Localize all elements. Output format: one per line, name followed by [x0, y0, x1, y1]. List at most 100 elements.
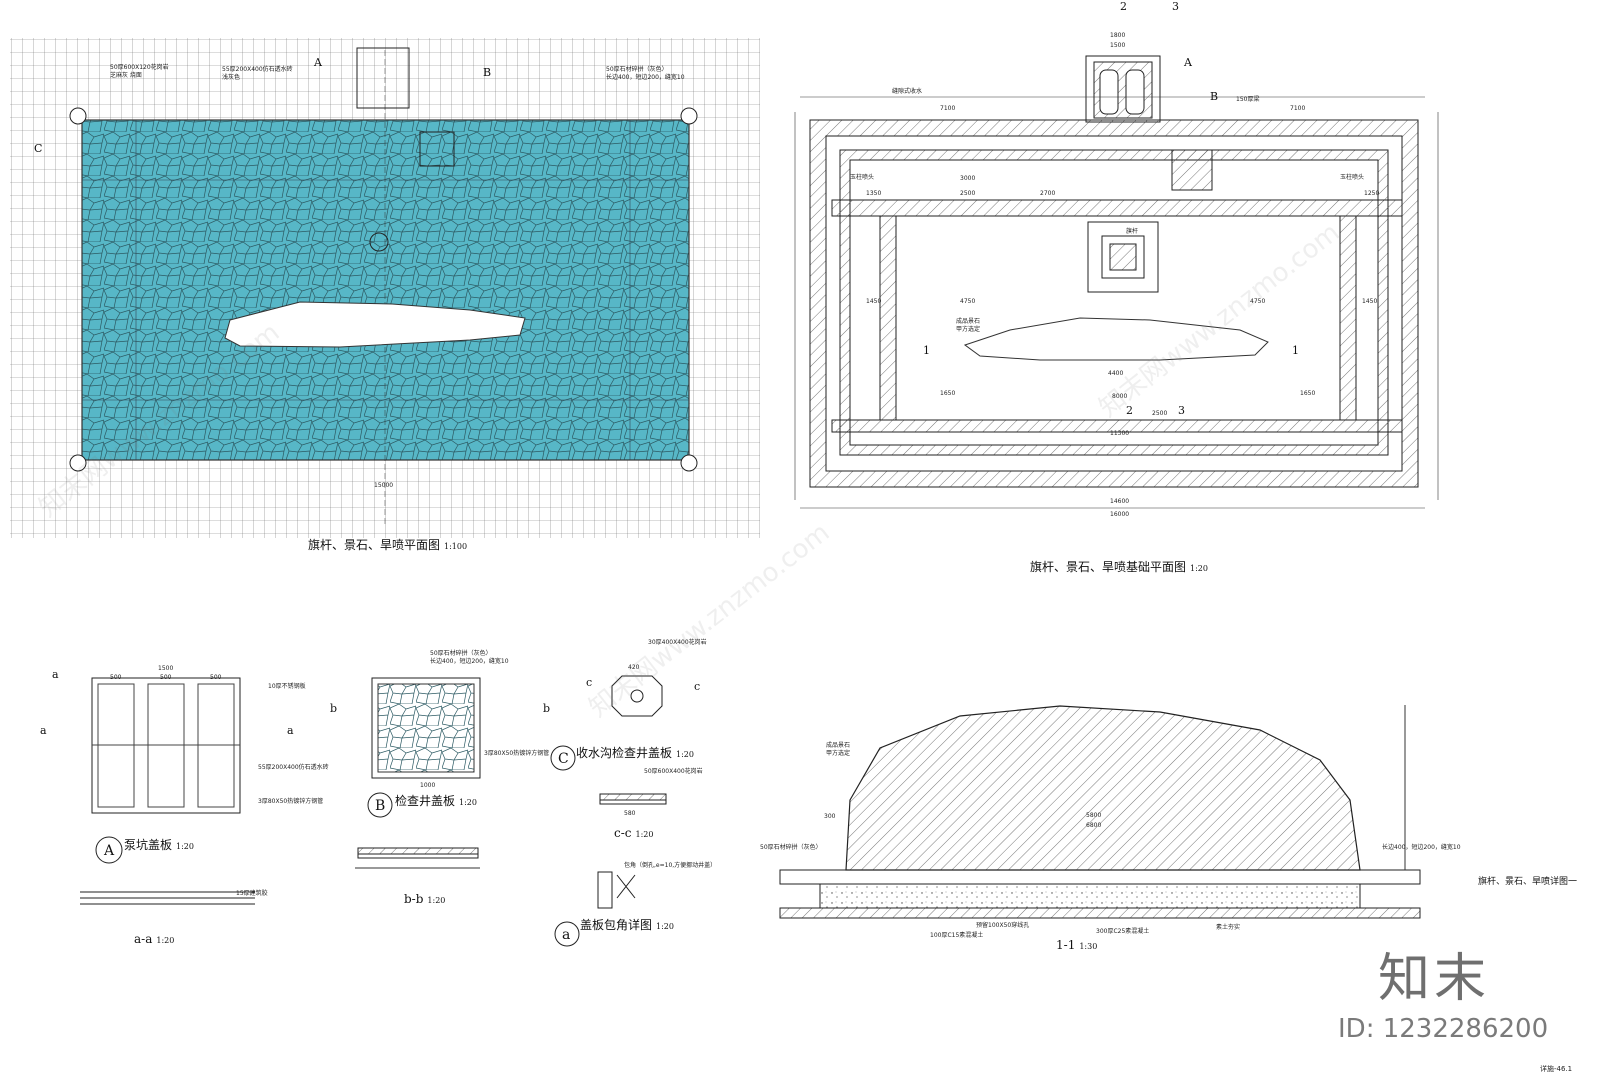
section-cc-scale: 1:20 — [635, 830, 654, 839]
inspection-cover-drawing — [355, 677, 481, 869]
inspection-cover-title: 检查井盖板 — [395, 794, 456, 808]
trench-cover-drawing — [597, 675, 667, 909]
dim-foundation-width: 16000 — [1110, 511, 1130, 518]
trench-cover-title: 收水沟检查井盖板 — [576, 746, 673, 760]
note-steel-plate: 10厚不锈钢板 — [268, 683, 306, 690]
marker-b-left: b — [330, 702, 338, 715]
stone-mosaic — [82, 120, 689, 460]
note-pipe: 预留100X50穿线孔 — [976, 922, 1030, 929]
note-granite-600: 50厚600X400花岗岩 — [644, 768, 703, 775]
section-11-scale: 1:30 — [1079, 942, 1098, 951]
dim-4400: 4400 — [1108, 370, 1124, 377]
note-sesame: 芝麻灰 烧面 — [110, 72, 142, 79]
note-c15: 100厚C15素混凝土 — [930, 932, 984, 939]
flagpole-plan — [369, 232, 389, 252]
badge-C: C — [558, 751, 569, 767]
marker-1-right: 1 — [1292, 344, 1299, 357]
pump-cover-title: 泵坑盖板 — [124, 838, 173, 852]
note-rock-section: 成品景石 — [826, 742, 851, 749]
dim-1350: 1350 — [866, 190, 882, 197]
dim-pump-500-2: 500 — [160, 674, 172, 681]
section-1-1-drawing — [779, 705, 1421, 919]
section-aa-scale: 1:20 — [156, 936, 175, 945]
dim-inspection-1000: 1000 — [420, 782, 436, 789]
marker-a: a — [52, 668, 59, 681]
note-rock-section-2: 甲方选定 — [826, 750, 851, 757]
dim-7100-l: 7100 — [940, 105, 956, 112]
badge-a: a — [562, 927, 571, 943]
note-rock-2: 甲方选定 — [956, 326, 981, 333]
dim-7100-r: 7100 — [1290, 105, 1306, 112]
note-corner: 包角（倒孔,e=10,方便挪动井盖） — [624, 862, 717, 869]
note-rock: 成品景石 — [956, 318, 981, 325]
note-steel-tube-b: 3厚80X50热镀锌方钢管 — [484, 750, 550, 757]
side-title: 旗杆、景石、旱喷详图一 — [1478, 877, 1578, 887]
trench-cover-scale: 1:20 — [676, 750, 694, 759]
badge-A: A — [104, 843, 115, 859]
dim-2500b: 2500 — [1152, 410, 1168, 417]
note-soil: 素土夯实 — [1216, 924, 1241, 931]
note-granite-400: 30厚400X400花岗岩 — [648, 639, 707, 646]
dim-580: 580 — [624, 810, 636, 817]
pump-cover-scale: 1:20 — [176, 842, 194, 851]
dim-1450-r: 1450 — [1362, 298, 1378, 305]
pump-cover-drawing — [80, 677, 255, 905]
note-c25: 300厚C25素混凝土 — [1096, 928, 1150, 935]
foundation-scale: 1:20 — [1190, 564, 1208, 573]
dim-420: 420 — [628, 664, 640, 671]
note-granite: 50厚600X120花岗岩 — [110, 64, 169, 71]
note-stone: 50厚石材碎拼（灰色） — [606, 66, 668, 73]
inspection-well-plan — [419, 131, 455, 167]
section-bb-title: b-b — [404, 892, 424, 906]
dim-4750-l: 4750 — [960, 298, 976, 305]
plan-scale: 1:100 — [444, 542, 468, 551]
plan-title: 旗杆、景石、旱喷平面图 — [308, 538, 441, 552]
dim-plan-width: 15000 — [374, 482, 394, 489]
note-mortar: 15厚建筑胶 — [236, 890, 268, 897]
marker-C: C — [34, 142, 43, 155]
foundation-title: 旗杆、景石、旱喷基础平面图 — [1030, 560, 1187, 574]
dim-pump-500-3: 500 — [210, 674, 222, 681]
note-stone-11: 50厚石材碎拼（灰色） — [760, 844, 822, 851]
marker-a-left: a — [40, 724, 47, 737]
dim-4750-r: 4750 — [1250, 298, 1266, 305]
marker-c-right: c — [694, 680, 701, 693]
marker-B: B — [483, 66, 492, 79]
dim-1250: 1250 — [1364, 190, 1380, 197]
dim-6800: 6800 — [1086, 822, 1102, 829]
sheet-number: 详施-46.1 — [1540, 1065, 1573, 1073]
note-stone-size: 长边400，短边200，缝宽10 — [606, 74, 685, 81]
marker-3: 3 — [1178, 404, 1185, 417]
pump-pit-plan — [356, 47, 410, 109]
marker-1-left: 1 — [923, 344, 930, 357]
note-light-grey: 浅灰色 — [222, 74, 241, 81]
marker-c-left: c — [586, 676, 593, 689]
badge-B: B — [375, 798, 386, 814]
note-stone-b: 50厚石材碎拼（灰色） — [430, 650, 492, 657]
dim-1450-l: 1450 — [866, 298, 882, 305]
dim-2700: 2700 — [1040, 190, 1056, 197]
image-id: ID: 1232286200 — [1338, 1014, 1549, 1044]
marker-2: 2 — [1126, 404, 1133, 417]
note-pavers: 55厚200X400仿石透水砖 — [222, 66, 293, 73]
dim-5800: 5800 — [1086, 812, 1102, 819]
note-stone-b-size: 长边400，短边200，缝宽10 — [430, 658, 509, 665]
dim-1500: 1500 — [1110, 42, 1126, 49]
foundation-drawing — [794, 55, 1439, 509]
dim-1650-r: 1650 — [1300, 390, 1316, 397]
dim-pump-500-1: 500 — [110, 674, 122, 681]
note-stone-11-r: 长边400，短边200，缝宽10 — [1382, 844, 1461, 851]
plan-drawing — [10, 38, 760, 538]
inspection-cover-scale: 1:20 — [459, 798, 477, 807]
note-drain: 缝隙式收水 — [892, 88, 923, 95]
landscape-rock-section — [845, 705, 1361, 871]
note-steel-tube: 3厚80X50热镀锌方钢管 — [258, 798, 324, 805]
corner-detail-title: 盖板包角详图 — [580, 918, 653, 932]
dim-1800: 1800 — [1110, 32, 1126, 39]
note-jet-2: 玉柱喷头 — [1340, 174, 1365, 181]
marker-3-top: 3 — [1172, 0, 1179, 13]
marker-B-foundation: B — [1210, 90, 1219, 103]
dim-inner-width: 14600 — [1110, 498, 1130, 505]
